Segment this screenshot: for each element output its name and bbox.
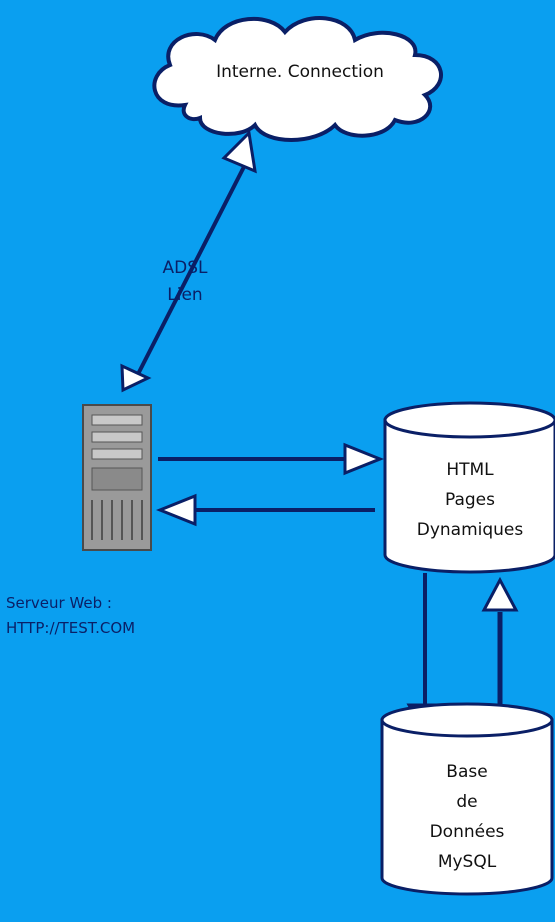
mysql-label-line1: Base bbox=[446, 762, 488, 782]
internet-cloud bbox=[152, 16, 443, 142]
mysql-cylinder bbox=[380, 702, 554, 896]
mysql-label-line4: MySQL bbox=[437, 852, 497, 872]
html-pages-label-line2: Pages bbox=[444, 490, 495, 510]
link-label: ADSL Lien bbox=[130, 258, 240, 307]
server-top-arrowhead bbox=[120, 363, 152, 393]
html-pages-label-line3: Dynamiques bbox=[416, 520, 524, 540]
html-pages-cylinder bbox=[383, 401, 555, 574]
server-label-line1: Serveur Web : bbox=[6, 594, 112, 612]
cloud-label: Interne. Connection bbox=[216, 62, 384, 82]
server-side-arrowhead bbox=[155, 493, 197, 527]
adsl-link-line bbox=[133, 154, 252, 381]
mysql-label-line2: de bbox=[456, 792, 478, 812]
mysql-label: Base de Données MySQL bbox=[382, 757, 552, 877]
html-bottom-arrowhead bbox=[481, 576, 519, 612]
html-pages-label: HTML Pages Dynamiques bbox=[385, 455, 555, 545]
server-icon bbox=[82, 404, 152, 551]
link-label-line1: ADSL bbox=[162, 258, 208, 278]
server-label: Serveur Web : HTTP://TEST.COM bbox=[6, 594, 135, 638]
html-pages-label-line1: HTML bbox=[446, 460, 494, 480]
html-arrowhead bbox=[343, 442, 385, 476]
cloud-arrowhead bbox=[221, 129, 257, 174]
mysql-label-line3: Données bbox=[429, 822, 505, 842]
server-label-line2: HTTP://TEST.COM bbox=[6, 618, 136, 637]
link-label-line2: Lien bbox=[167, 285, 203, 306]
